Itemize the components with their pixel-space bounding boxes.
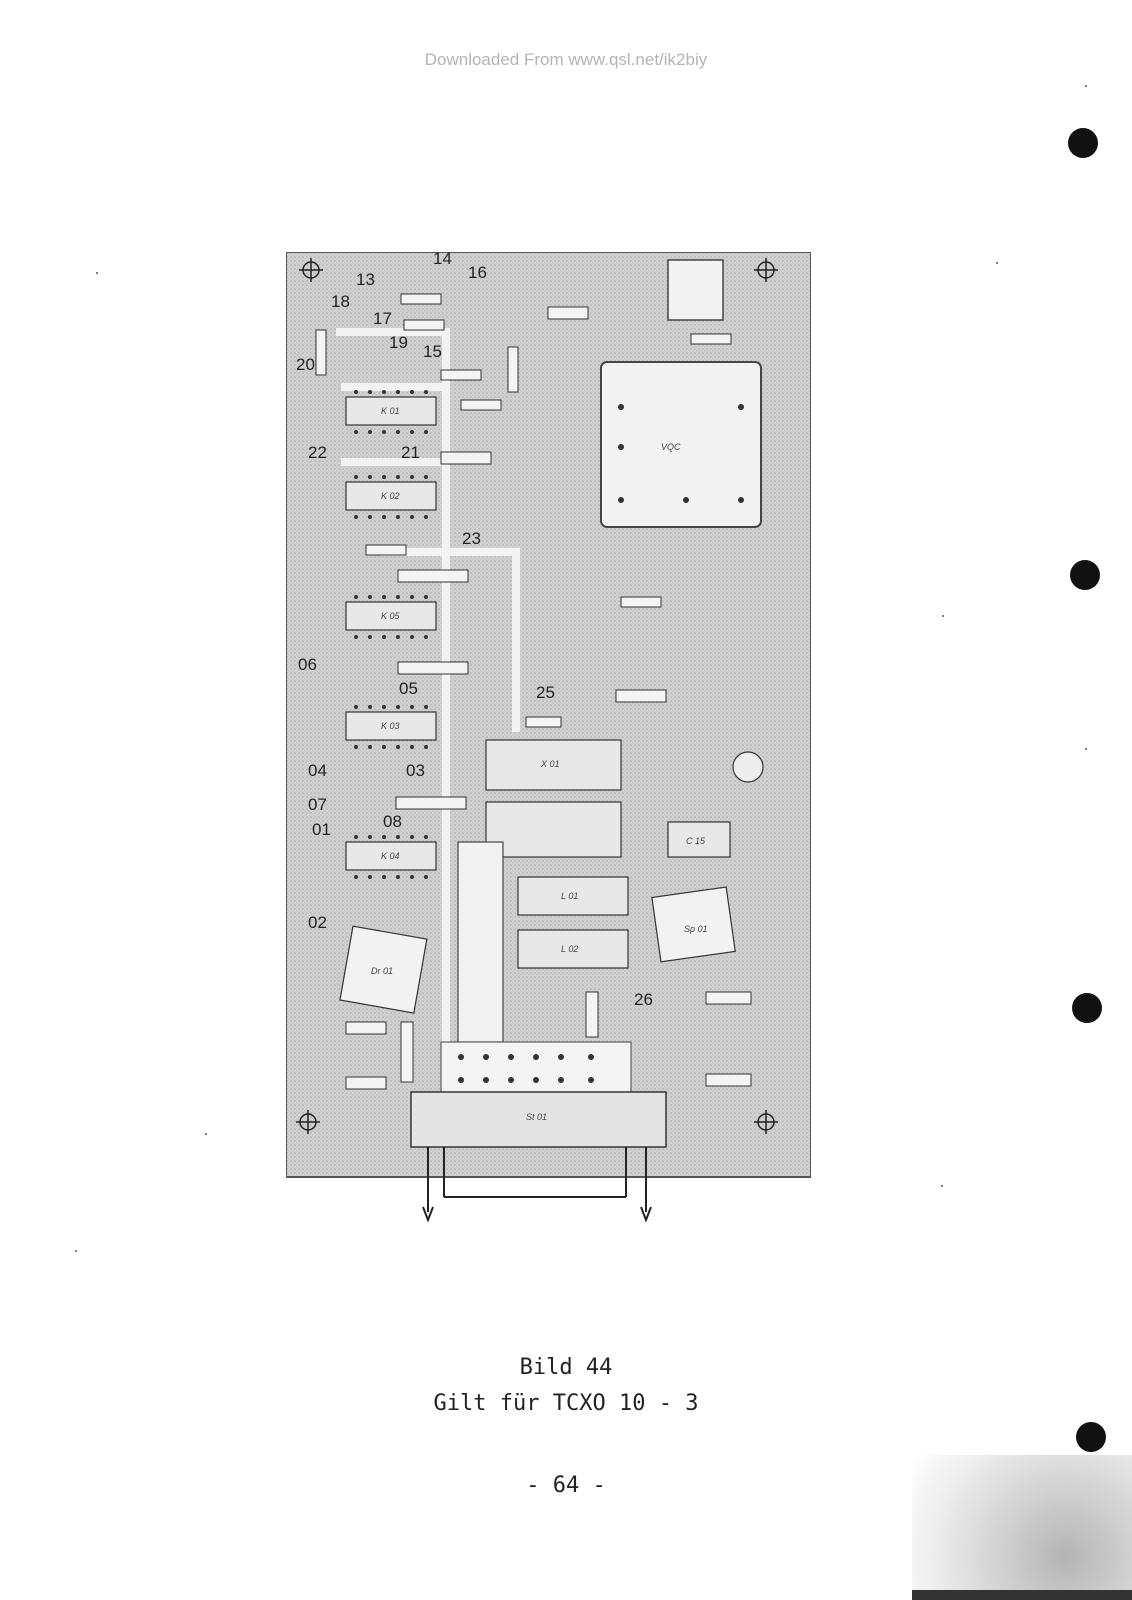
speck xyxy=(941,1185,943,1187)
part-label-13: 13 xyxy=(356,270,375,289)
part-label-20: 20 xyxy=(296,355,315,374)
connector-pins xyxy=(422,1147,652,1223)
pcb-figure: 13 14 16 18 17 19 15 20 22 21 23 06 05 2… xyxy=(286,252,811,1267)
ic-label-l01: L 01 xyxy=(561,891,578,901)
figure-applies-to: Gilt für TCXO 10 - 3 xyxy=(433,1391,699,1416)
punch-hole-1 xyxy=(1068,128,1098,158)
component-designators: K 01 K 02 K 05 K 03 K 04 X 01 L 01 L 02 … xyxy=(371,406,708,1122)
trimmer xyxy=(732,751,764,783)
part-label-19: 19 xyxy=(389,333,408,352)
speck xyxy=(996,262,998,264)
ic-label-k01: K 01 xyxy=(381,406,400,416)
ic-label-k03: K 03 xyxy=(381,721,400,731)
watermark-text: Downloaded From www.qsl.net/ik2biy xyxy=(424,50,708,69)
ic-packages xyxy=(345,396,731,969)
part-label-21: 21 xyxy=(401,443,420,462)
punch-hole-2 xyxy=(1070,560,1100,590)
ic-label-sp01: Sp 01 xyxy=(684,924,708,934)
vertical-strip xyxy=(457,841,504,1043)
traces xyxy=(336,328,520,1072)
ic-label-dr01: Dr 01 xyxy=(371,966,393,976)
part-label-06: 06 xyxy=(298,655,317,674)
scan-edge xyxy=(912,1590,1132,1600)
passive-components xyxy=(315,293,752,1090)
part-label-14: 14 xyxy=(433,252,452,268)
figure-title: Bild 44 xyxy=(519,1355,613,1380)
speck xyxy=(96,272,98,274)
part-label-07: 07 xyxy=(308,795,327,814)
ic-label-l02: L 02 xyxy=(561,944,578,954)
ic-label-k02: K 02 xyxy=(381,491,400,501)
speck xyxy=(942,615,944,617)
part-label-04: 04 xyxy=(308,761,327,780)
speck xyxy=(1085,85,1087,87)
ic-label-c15: C 15 xyxy=(686,836,706,846)
part-label-22: 22 xyxy=(308,443,327,462)
ic-label-k05: K 05 xyxy=(381,611,401,621)
part-label-08: 08 xyxy=(383,812,402,831)
part-label-26: 26 xyxy=(634,990,653,1009)
part-label-18: 18 xyxy=(331,292,350,311)
part-label-03: 03 xyxy=(406,761,425,780)
part-label-01: 01 xyxy=(312,820,331,839)
sp01-coil xyxy=(651,886,736,963)
part-label-16: 16 xyxy=(468,263,487,282)
speck xyxy=(1085,748,1087,750)
mounting-holes xyxy=(296,258,778,1134)
part-label-17: 17 xyxy=(373,309,392,328)
speck xyxy=(205,1133,207,1135)
part-number-labels: 13 14 16 18 17 19 15 20 22 21 23 06 05 2… xyxy=(296,252,653,1009)
module-label-vqc: VQC xyxy=(661,442,681,452)
part-label-25: 25 xyxy=(536,683,555,702)
part-label-23: 23 xyxy=(462,529,481,548)
ic-label-x01: X 01 xyxy=(540,759,560,769)
part-label-05: 05 xyxy=(399,679,418,698)
pcb-layout-drawing: 13 14 16 18 17 19 15 20 22 21 23 06 05 2… xyxy=(286,252,811,1223)
ic-label-st01: St 01 xyxy=(526,1112,547,1122)
page-number: - 64 - xyxy=(526,1473,606,1498)
ic-label-k04: K 04 xyxy=(381,851,400,861)
speck xyxy=(75,1250,77,1252)
vqc-module xyxy=(600,361,762,528)
scan-noise xyxy=(912,1455,1132,1600)
dr01-coil xyxy=(339,925,428,1014)
punch-hole-4 xyxy=(1076,1422,1106,1452)
st01-connector xyxy=(410,1091,667,1148)
punch-hole-3 xyxy=(1072,993,1102,1023)
part-label-02: 02 xyxy=(308,913,327,932)
part-label-15: 15 xyxy=(423,342,442,361)
